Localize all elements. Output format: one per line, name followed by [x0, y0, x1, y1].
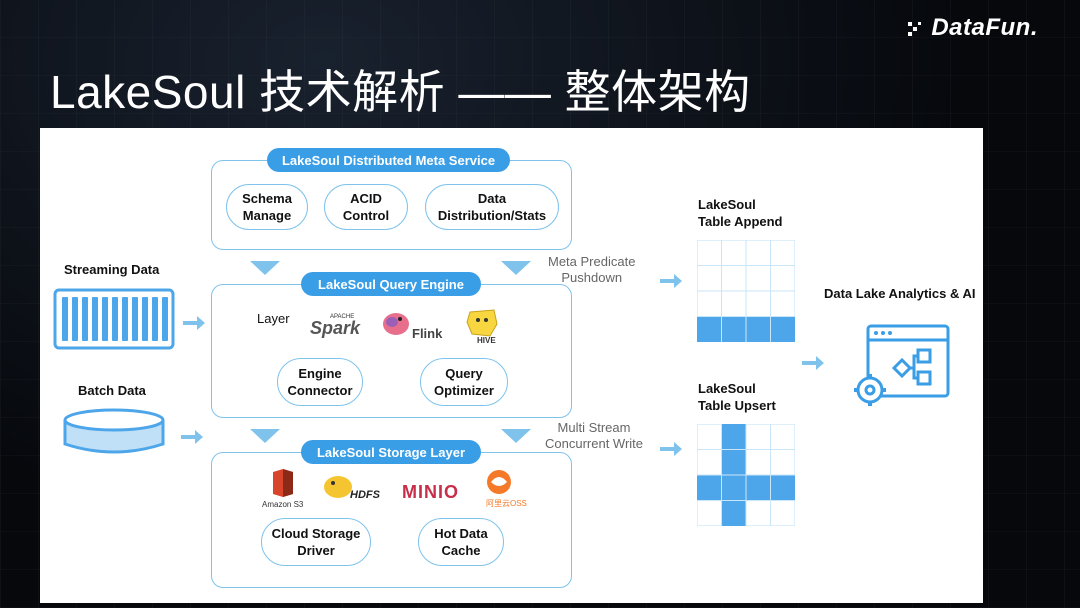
page-title: LakeSoul 技术解析 —— 整体架构 — [50, 66, 751, 118]
multi-stream-annotation: Multi Stream Concurrent Write — [545, 420, 644, 451]
table-upsert-grid — [697, 424, 795, 526]
table-upsert-label: LakeSoul Table Upsert — [698, 381, 776, 413]
streaming-data-icon — [53, 288, 175, 350]
right-arrow-icon — [802, 356, 824, 370]
down-arrow-icon — [250, 429, 280, 443]
flink-icon — [383, 313, 409, 335]
architecture-diagram: LakeSoul Distributed Meta Service Schema… — [40, 128, 983, 603]
batch-data-icon — [63, 408, 165, 454]
right-arrow-icon — [660, 274, 682, 288]
right-arrow-icon — [183, 316, 205, 330]
spark-small-label: APACHE — [330, 314, 355, 320]
hive-icon — [466, 309, 498, 337]
analytics-label: Data Lake Analytics & AI — [824, 286, 976, 301]
amazon-s3-icon — [273, 469, 293, 497]
brand-name: DataFun. — [931, 14, 1038, 41]
hdfs-icon — [324, 476, 352, 498]
alibaba-oss-icon — [487, 470, 511, 494]
flink-logo-text: Flink — [412, 326, 443, 341]
brand-logo: DataFun. — [907, 14, 1038, 42]
hive-logo-text: HIVE — [477, 336, 496, 345]
layer-label: Layer — [257, 311, 290, 326]
query-engine-box — [211, 284, 572, 418]
minio-logo-text: MINIO — [402, 482, 459, 502]
meta-predicate-annotation: Meta Predicate Pushdown — [548, 254, 636, 285]
down-arrow-icon — [501, 429, 531, 443]
storage-layer-title: LakeSoul Storage Layer — [301, 440, 481, 464]
spark-logo: Spark — [310, 318, 361, 338]
meta-service-title: LakeSoul Distributed Meta Service — [267, 148, 510, 172]
down-arrow-icon — [501, 261, 531, 275]
alibaba-oss-label: 阿里云OSS — [486, 499, 527, 508]
table-append-label: LakeSoul Table Append — [698, 197, 783, 229]
right-arrow-icon — [181, 430, 203, 444]
table-append-grid — [697, 240, 795, 342]
down-arrow-icon — [250, 261, 280, 275]
batch-data-label: Batch Data — [78, 383, 146, 398]
amazon-s3-label: Amazon S3 — [262, 500, 304, 509]
right-arrow-icon — [660, 442, 682, 456]
storage-layer-box — [211, 452, 572, 588]
datafun-logo-icon — [908, 22, 922, 36]
query-engine-title: LakeSoul Query Engine — [301, 272, 481, 296]
hdfs-logo-text: HDFS — [350, 489, 380, 501]
streaming-data-label: Streaming Data — [64, 262, 160, 277]
analytics-icon — [854, 324, 950, 406]
